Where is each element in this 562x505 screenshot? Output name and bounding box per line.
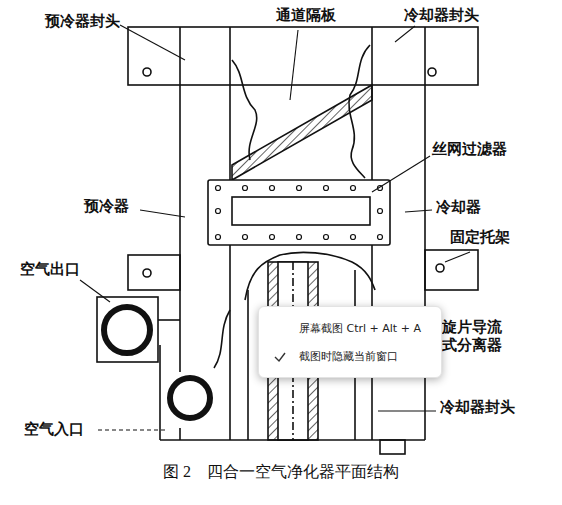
part-label: 丝网过滤器 xyxy=(432,140,507,158)
bolt-hole xyxy=(324,235,329,240)
bolt-hole xyxy=(243,235,248,240)
part-label: 通道隔板 xyxy=(276,6,336,24)
bolt-hole xyxy=(378,235,383,240)
bolt-hole xyxy=(270,186,275,191)
figure-caption: 图 2 四合一空气净化器平面结构 xyxy=(0,462,562,483)
part-label: 预冷器封头 xyxy=(45,12,120,30)
bolt-hole xyxy=(351,235,356,240)
part-label: 空气出口 xyxy=(20,260,80,278)
bolt-hole xyxy=(378,209,383,214)
part-label: 固定托架 xyxy=(450,228,510,246)
bolt-hole xyxy=(216,209,221,214)
part-label: 冷却器封头 xyxy=(404,6,479,24)
check-mark xyxy=(273,350,287,364)
part-label: 冷却器 xyxy=(436,198,481,216)
part-label: 空气入口 xyxy=(24,420,84,438)
bolt-hole xyxy=(216,235,221,240)
menu-item: 屏幕截图 Ctrl + Alt + A xyxy=(299,321,421,336)
bolt-hole xyxy=(351,186,356,191)
menu-item: 截图时隐藏当前窗口 xyxy=(299,349,398,364)
bolt-hole xyxy=(324,186,329,191)
part-label: 旋片导流 式分离器 xyxy=(442,318,511,354)
bolt-hole xyxy=(216,186,221,191)
bolt-hole xyxy=(378,186,383,191)
bolt-hole xyxy=(297,235,302,240)
bolt-hole xyxy=(297,186,302,191)
part-label: 冷却器封头 xyxy=(440,398,515,416)
part-label: 预冷器 xyxy=(84,197,129,215)
bolt-hole xyxy=(243,186,248,191)
bolt-hole xyxy=(270,235,275,240)
context-menu: 屏幕截图 Ctrl + Alt + A 截图时隐藏当前窗口 xyxy=(258,306,442,378)
